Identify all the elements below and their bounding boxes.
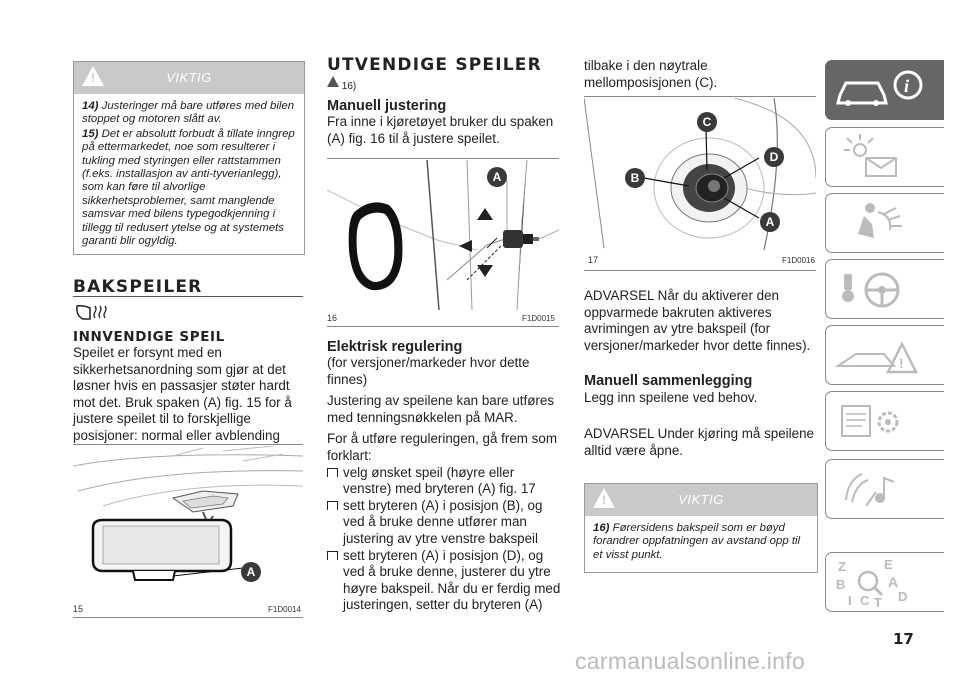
tab-car-info[interactable]: i: [825, 60, 944, 120]
viktig-box-left: VIKTIG 14) Justeringer må bare utføres m…: [73, 61, 305, 255]
svg-text:T: T: [874, 595, 882, 610]
advarsel-heated: ADVARSEL Når du aktiverer den oppvarmede…: [584, 288, 811, 353]
road-warning-icon: !: [834, 341, 919, 374]
figure-17-bottom-rule: [584, 270, 816, 271]
figure-16-bottom-rule: [327, 326, 559, 327]
figure-16-code: F1D0015: [522, 314, 555, 323]
figure-15-rearview-mirror: A: [73, 446, 303, 594]
electric-p3: For å utføre reguleringen, gå frem som f…: [327, 431, 557, 463]
continuation-text: tilbake i den nøytrale mellomposisjonen …: [584, 58, 718, 90]
tab-maintenance[interactable]: [825, 391, 944, 451]
svg-text:C: C: [860, 593, 870, 608]
multimedia-icon: [845, 473, 895, 507]
tab-dashboard-lights[interactable]: [825, 127, 944, 187]
figure-15-code: F1D0014: [268, 605, 301, 614]
airbag-safety-icon: [858, 203, 902, 238]
svg-text:E: E: [884, 557, 893, 572]
figure-15-number: 15: [73, 604, 84, 614]
viktig-header: VIKTIG: [585, 484, 817, 516]
steering-key-icon: [842, 272, 900, 308]
tab-multimedia[interactable]: [825, 459, 944, 519]
warning-triangle-icon: [82, 66, 104, 86]
heading-elektrisk-regulering: Elektrisk regulering: [327, 339, 463, 355]
figure-15-top-rule: [73, 444, 303, 445]
warning-ref: 16): [327, 76, 356, 92]
section-title-utvendige: UTVENDIGE SPEILER: [327, 55, 542, 75]
electric-p2: Justering av speilene kan bare utføres m…: [327, 393, 555, 425]
fold-text: Legg inn speilene ved behov.: [584, 390, 758, 405]
callout-a-fig16: A: [487, 167, 507, 187]
note-14: 14) Justeringer må bare utføres med bile…: [82, 100, 295, 126]
tab-index[interactable]: Z E B A I C T D: [825, 552, 944, 612]
section-rule: [73, 296, 303, 297]
body-innvendige-speil: Speilet er forsynt med en sikkerhetsanor…: [73, 345, 292, 443]
callout-c-fig17: C: [697, 112, 717, 132]
callout-d-fig17: D: [764, 147, 784, 167]
advarsel-open: ADVARSEL Under kjøring må speilene allti…: [584, 426, 814, 458]
bullet-3: sett bryteren (A) i posisjon (D), og ved…: [327, 548, 561, 614]
viktig-title: VIKTIG: [678, 492, 724, 507]
heated-mirror-icon: [76, 305, 107, 320]
svg-text:I: I: [848, 593, 852, 608]
intro-manuell-justering: Fra inne i kjøretøyet bruker du spaken (…: [327, 114, 554, 146]
page-number: 17: [893, 630, 914, 648]
heading-manuell-justering: Manuell justering: [327, 98, 447, 114]
bullet-2: sett bryteren (A) i posisjon (B), og ved…: [327, 498, 561, 548]
viktig-title: VIKTIG: [166, 70, 212, 85]
checkbox-bullet-icon: [327, 467, 338, 477]
bullet-1: velg ønsket speil (høyre eller venstre) …: [327, 465, 561, 498]
callout-b-fig17: B: [625, 168, 645, 188]
figure-17-number: 17: [588, 255, 599, 265]
section-title-bakspeiler: BAKSPEILER: [73, 277, 203, 297]
figure-16-exterior-mirror: A: [327, 160, 559, 310]
index-letters-icon: Z E B A I C T D: [836, 557, 907, 610]
figure-17-mirror-switch: C D B A: [584, 98, 816, 250]
svg-text:A: A: [888, 574, 898, 590]
figure-16-number: 16: [327, 313, 338, 323]
figure-17-top-rule: [584, 96, 816, 97]
electric-text: (for versjoner/markeder hvor dette finne…: [327, 355, 561, 614]
note-15: 15) Det er absolutt forbudt å tillate in…: [82, 127, 295, 248]
warning-triangle-icon: [593, 488, 615, 508]
watermark: carmanualsonline.info: [575, 648, 806, 674]
callout-a-fig15: A: [241, 562, 261, 582]
viktig-box-right: VIKTIG 16) Førersidens bakspeil som er b…: [584, 483, 818, 573]
callout-a-fig17: A: [760, 212, 780, 232]
viktig-header: VIKTIG: [74, 62, 304, 94]
heading-manuell-sammenlegging: Manuell sammenlegging: [584, 373, 753, 389]
svg-text:Z: Z: [838, 559, 846, 574]
figure-16-top-rule: [327, 158, 559, 159]
subsection-title-innvendige: INNVENDIGE SPEIL: [73, 329, 225, 345]
svg-text:D: D: [898, 589, 907, 604]
note-16: 16) Førersidens bakspeil som er bøyd for…: [593, 522, 801, 561]
electric-p1: (for versjoner/markeder hvor dette finne…: [327, 355, 530, 387]
warning-triangle-small-icon: [327, 76, 339, 87]
checkbox-bullet-icon: [327, 500, 338, 510]
figure-15-bottom-rule: [73, 617, 303, 618]
maintenance-gears-icon: [841, 405, 899, 437]
tab-starting-driving[interactable]: [825, 259, 944, 319]
checkbox-bullet-icon: [327, 550, 338, 560]
car-info-icon: i: [836, 70, 923, 106]
svg-text:B: B: [836, 577, 845, 592]
tab-safety[interactable]: [825, 193, 944, 253]
svg-text:!: !: [899, 355, 904, 371]
svg-text:i: i: [904, 76, 909, 96]
dashboard-lights-icon: [844, 134, 897, 177]
tab-emergency[interactable]: !: [825, 325, 944, 385]
figure-17-code: F1D0016: [782, 256, 815, 265]
